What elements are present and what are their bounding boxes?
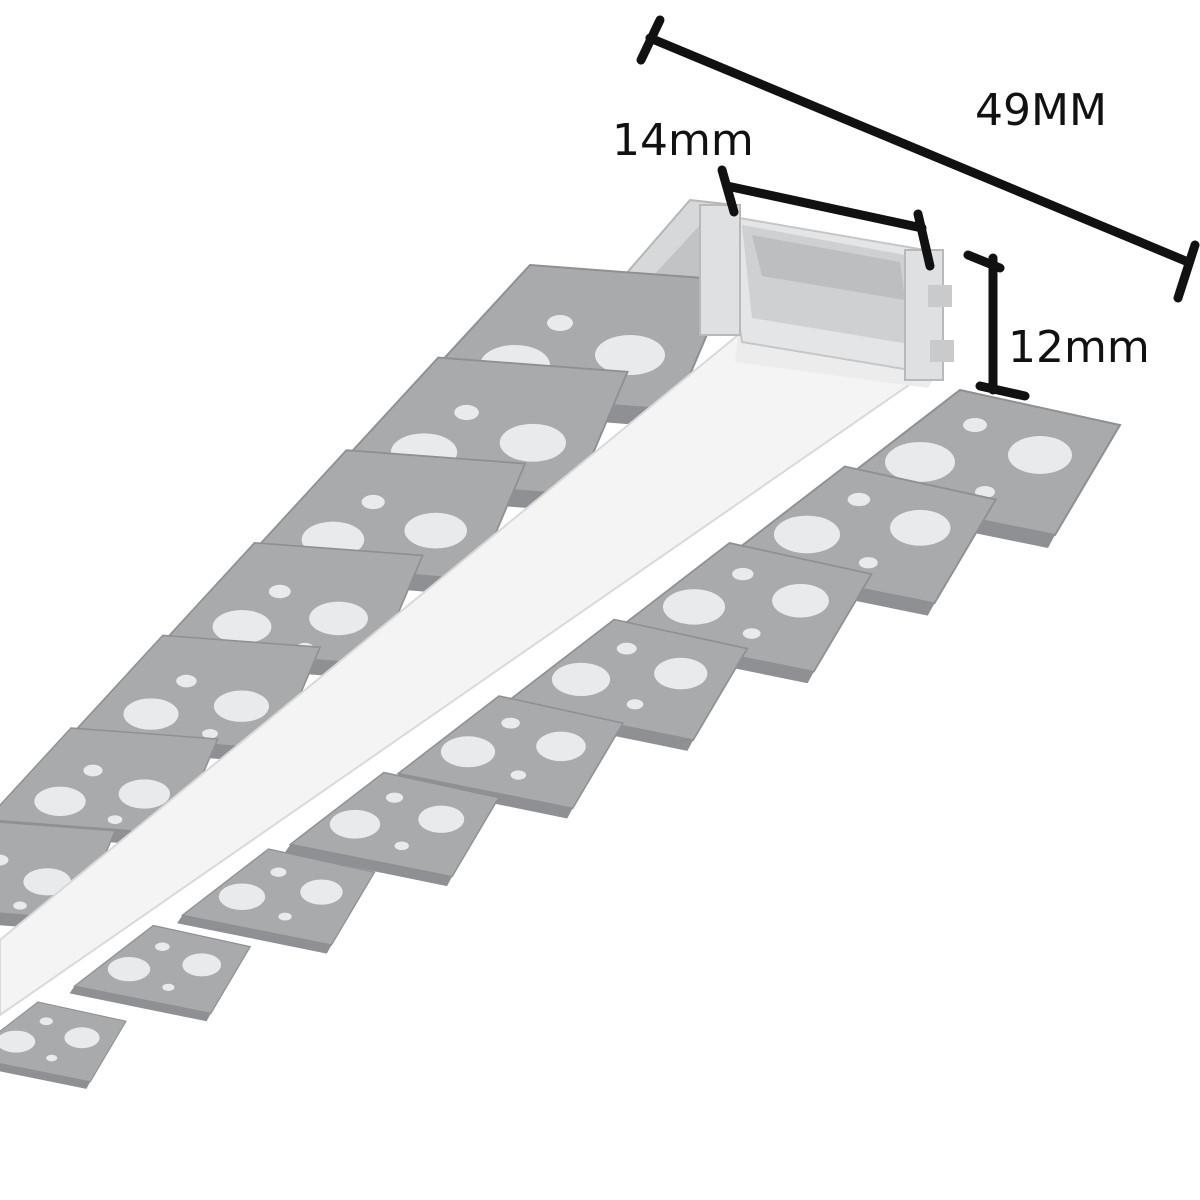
channel-height-label: 12mm [1008,322,1150,373]
channel-opening [699,204,954,381]
right-mounting-flange [0,388,1122,1089]
dimension-channel-height: 12mm [963,250,1150,401]
right-flange-tab [284,771,500,887]
right-flange-tab [0,1001,127,1089]
channel-width-label: 14mm [612,115,754,166]
right-flange-tab [177,848,376,954]
overall-width-label: 49MM [975,85,1107,136]
dimension-overall-width: 49MM [636,15,1200,303]
dimension-channel-width: 14mm [612,115,935,271]
right-flange-tab [69,924,252,1022]
right-flange-tab [499,618,749,751]
